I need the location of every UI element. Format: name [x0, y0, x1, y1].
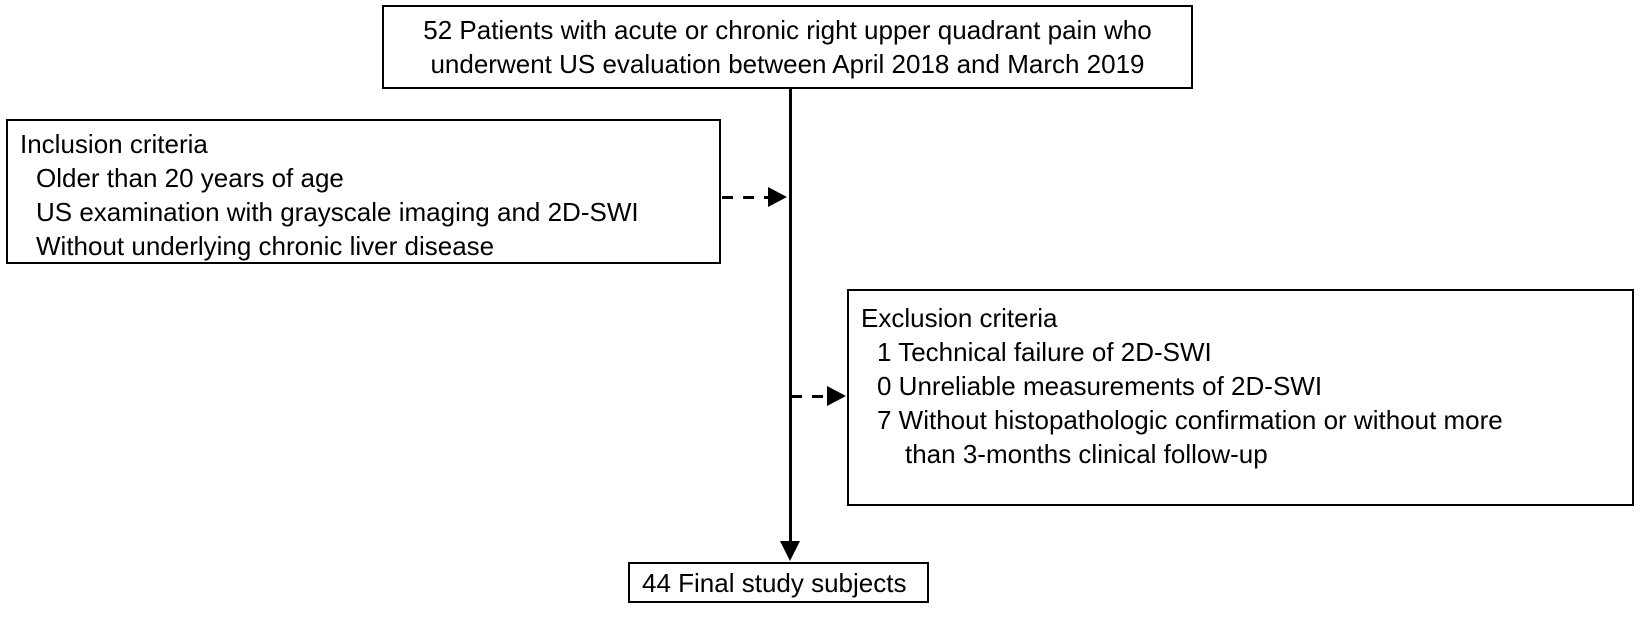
inclusion-connector-line — [722, 196, 771, 199]
enrolled-patients-text: 52 Patients with acute or chronic right … — [413, 13, 1161, 81]
exclusion-criteria-item-continuation: than 3-months clinical follow-up — [905, 439, 1268, 469]
exclusion-criteria-item: 0 Unreliable measurements of 2D-SWI — [877, 371, 1323, 401]
inclusion-criteria-title: Inclusion criteria — [20, 129, 208, 159]
inclusion-criteria-item: Without underlying chronic liver disease — [36, 231, 495, 261]
main-flow-line — [789, 88, 792, 546]
exclusion-criteria-title: Exclusion criteria — [861, 303, 1058, 333]
inclusion-criteria-box: Inclusion criteria Older than 20 years o… — [6, 119, 721, 264]
enrolled-line-1: 52 Patients with acute or chronic right … — [423, 15, 1152, 45]
exclusion-arrowhead-icon — [827, 386, 846, 406]
enrolled-patients-box: 52 Patients with acute or chronic right … — [382, 5, 1193, 89]
exclusion-criteria-item-main: 7 Without histopathologic confirmation o… — [877, 405, 1503, 435]
main-flow-arrowhead-icon — [780, 541, 800, 561]
final-subjects-box: 44 Final study subjects — [628, 562, 929, 603]
exclusion-connector-line — [791, 395, 829, 398]
exclusion-criteria-box: Exclusion criteria 1 Technical failure o… — [847, 289, 1634, 506]
inclusion-criteria-item: US examination with grayscale imaging an… — [36, 197, 639, 227]
enrolled-line-2: underwent US evaluation between April 20… — [430, 49, 1145, 79]
exclusion-criteria-item: 7 Without histopathologic confirmation o… — [861, 403, 1632, 471]
inclusion-criteria-item: Older than 20 years of age — [36, 163, 344, 193]
exclusion-criteria-item: 1 Technical failure of 2D-SWI — [877, 337, 1212, 367]
inclusion-arrowhead-icon — [768, 187, 787, 207]
final-subjects-text: 44 Final study subjects — [642, 567, 907, 598]
